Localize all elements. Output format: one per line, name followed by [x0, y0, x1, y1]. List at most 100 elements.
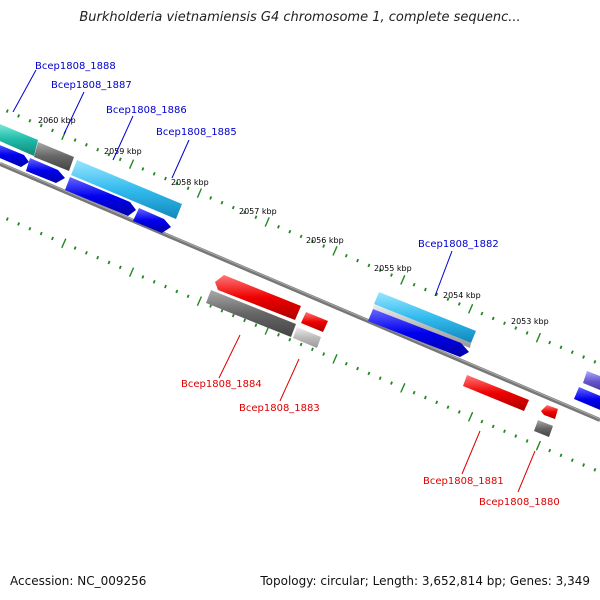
scale-tick-minor — [367, 371, 371, 376]
map-title: Burkholderia vietnamiensis G4 chromosome… — [79, 10, 521, 25]
scale-tick-minor — [457, 410, 461, 414]
gene-bcep1808-1885[interactable] — [133, 208, 171, 233]
scale-tick-major — [196, 296, 203, 306]
scale-tick-minor — [243, 318, 247, 323]
forward-gene[interactable] — [26, 158, 65, 183]
scale-tick-minor — [164, 176, 167, 181]
scale-tick-major — [535, 440, 542, 451]
reverse-gene[interactable] — [293, 327, 321, 348]
scale-tick-minor — [220, 308, 224, 313]
scale-tick-major — [467, 411, 474, 422]
gene-bcep1808-1884[interactable] — [215, 275, 301, 320]
scale-tick-minor — [17, 114, 21, 118]
scale-tick-minor — [423, 287, 427, 292]
scale-tick-minor — [243, 210, 247, 215]
scale-tick-minor — [593, 360, 597, 364]
scale-tick-minor — [503, 429, 506, 434]
scale-tick-minor — [344, 361, 348, 366]
forward-gene-edge[interactable] — [574, 387, 600, 412]
scale-tick-minor — [559, 453, 563, 458]
scale-label: 2056 kbp — [306, 236, 344, 245]
scale-tick-minor — [254, 215, 258, 220]
scale-tick-minor — [435, 400, 439, 405]
gene-bcep1808-1881[interactable] — [463, 375, 529, 411]
scale-tick-minor — [367, 263, 371, 268]
scale-tick-minor — [299, 234, 303, 239]
gene-bcep1808-1887[interactable] — [34, 142, 74, 171]
scale-tick-minor — [514, 434, 518, 438]
gene-label-forward[interactable]: Bcep1808_1886 — [106, 105, 187, 116]
gene-label-forward[interactable]: Bcep1808_1885 — [156, 127, 237, 138]
scale-tick-minor — [457, 302, 461, 306]
gene-bcep1808-1882[interactable] — [374, 292, 476, 343]
forward-gene[interactable] — [368, 309, 469, 357]
scale-tick-minor — [118, 265, 122, 270]
scale-tick-minor — [141, 275, 145, 279]
scale-tick-minor — [152, 171, 156, 176]
scale-tick-minor — [480, 311, 484, 316]
sequence-backbone — [0, 162, 600, 422]
gene-bcep1808-1888[interactable] — [0, 122, 38, 156]
scale-label: 2059 kbp — [104, 147, 142, 156]
scale-tick-minor — [423, 395, 427, 400]
scale-tick-minor — [220, 200, 224, 205]
scale-tick-minor — [254, 323, 258, 328]
scale-tick-minor — [209, 196, 213, 200]
gene-label-reverse[interactable]: Bcep1808_1880 — [479, 497, 560, 508]
forward-gene[interactable] — [65, 177, 136, 216]
scale-ticks-reverse — [5, 217, 597, 472]
scale-tick-minor — [548, 340, 552, 345]
scale-tick-minor — [107, 152, 111, 157]
gene-label-reverse[interactable]: Bcep1808_1884 — [181, 379, 262, 390]
scale-tick-minor — [435, 292, 439, 297]
scale-label: 2060 kbp — [38, 116, 76, 125]
scale-label: 2057 kbp — [239, 207, 277, 216]
scale-tick-major — [264, 217, 270, 227]
gene-label-reverse[interactable]: Bcep1808_1881 — [423, 476, 504, 487]
scale-tick-minor — [480, 419, 484, 424]
reverse-gene[interactable] — [534, 420, 553, 437]
scale-tick-minor — [73, 138, 77, 142]
scale-tick-minor — [5, 217, 9, 221]
scale-tick-minor — [344, 253, 348, 258]
scale-tick-major — [400, 275, 406, 285]
forward-gene-edge[interactable] — [583, 371, 600, 392]
scale-label: 2054 kbp — [443, 291, 481, 300]
scale-tick-minor — [17, 222, 21, 226]
scale-tick-minor — [412, 390, 416, 395]
gene-bcep1808-1882-shadow — [373, 304, 471, 348]
accession-text: Accession: NC_009256 — [10, 574, 147, 588]
scale-tick-minor — [582, 355, 586, 359]
gene-bcep1808-1880[interactable] — [541, 405, 558, 419]
gene-bcep1808-1883[interactable] — [301, 312, 328, 332]
scale-tick-minor — [51, 128, 54, 133]
scale-tick-minor — [118, 157, 122, 162]
scale-tick-major — [196, 188, 203, 198]
scale-tick-minor — [277, 225, 280, 229]
scale-ticks-forward — [5, 109, 597, 364]
scale-tick-minor — [446, 297, 450, 301]
scale-tick-minor — [548, 448, 552, 453]
scale-tick-minor — [96, 255, 100, 260]
forward-gene[interactable] — [0, 143, 29, 167]
scale-tick-minor — [152, 279, 156, 284]
scale-tick-minor — [73, 246, 77, 250]
scale-tick-major — [535, 332, 542, 343]
gene-bcep1808-1886[interactable] — [71, 160, 182, 219]
scale-tick-major — [332, 354, 338, 364]
gene-label-forward[interactable]: Bcep1808_1887 — [51, 80, 132, 91]
gene-label-reverse[interactable]: Bcep1808_1883 — [239, 403, 320, 414]
scale-tick-minor — [514, 326, 518, 330]
gene-label-forward[interactable]: Bcep1808_1882 — [418, 239, 499, 250]
scale-tick-minor — [96, 147, 100, 152]
scale-tick-major — [128, 159, 135, 169]
reverse-gene[interactable] — [206, 290, 296, 337]
scale-tick-minor — [84, 251, 88, 255]
scale-tick-minor — [582, 463, 586, 467]
scale-tick-minor — [164, 284, 167, 289]
gene-label-forward[interactable]: Bcep1808_1888 — [35, 61, 116, 72]
scale-tick-major — [128, 267, 135, 277]
scale-tick-minor — [231, 205, 235, 210]
scale-tick-minor — [299, 342, 303, 347]
